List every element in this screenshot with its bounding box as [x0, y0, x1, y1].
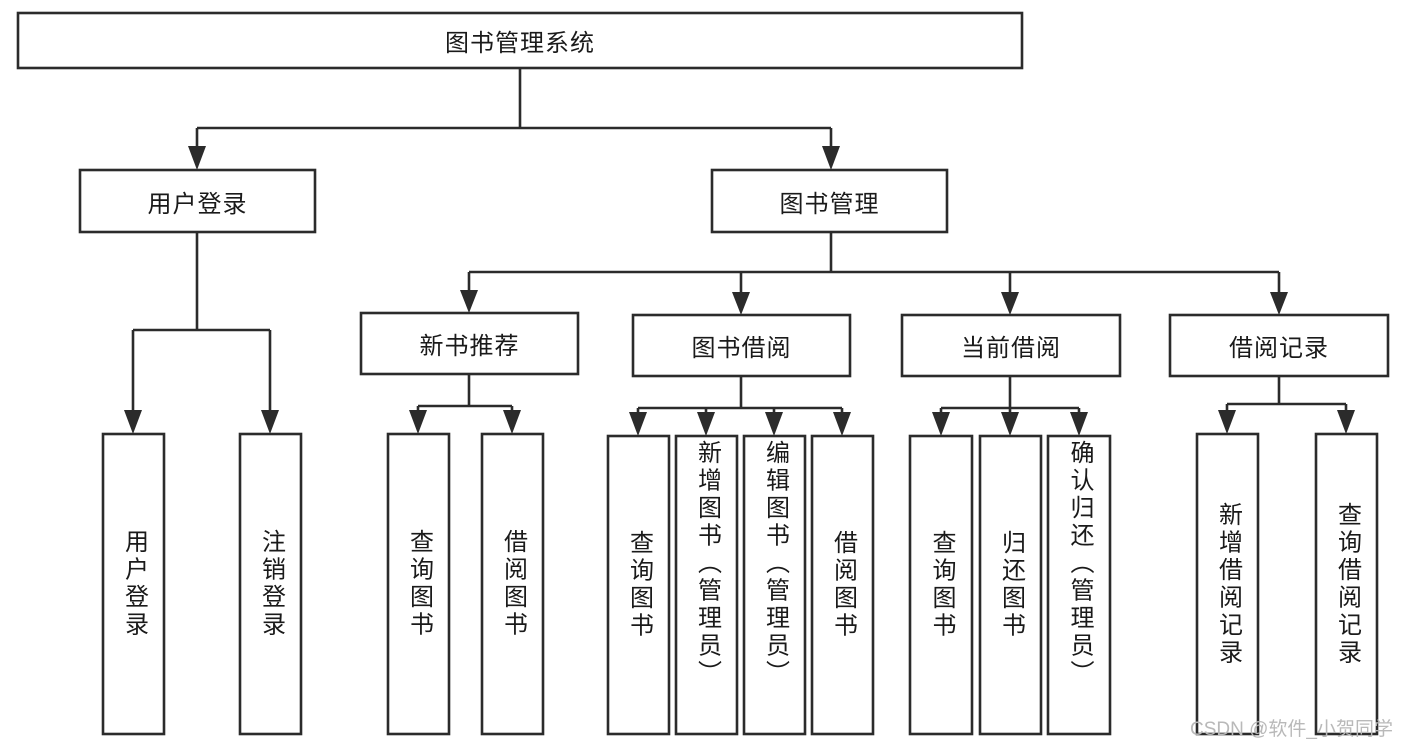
- connector-group-current: [932, 376, 1088, 436]
- arrow-head-current-confirm: [1070, 412, 1088, 436]
- node-box-book-management[interactable]: [710, 168, 949, 234]
- node-box-leaf-12[interactable]: [1314, 432, 1379, 736]
- connector-group-book-mgmt: [460, 232, 1288, 315]
- node-box-leaf-1[interactable]: [238, 432, 303, 736]
- connector-group-borrow: [629, 376, 851, 436]
- arrow-head-record-query: [1337, 410, 1355, 434]
- node-box-new-book-recommend[interactable]: [359, 311, 580, 376]
- arrow-head-leaf-user-login: [124, 410, 142, 434]
- node-box-leaf-4[interactable]: [606, 434, 671, 736]
- node-box-leaf-10[interactable]: [1046, 434, 1112, 736]
- arrow-head-newbook: [460, 290, 478, 313]
- arrow-head-borrow-add: [697, 412, 715, 436]
- arrow-head-record-add: [1218, 410, 1236, 434]
- node-box-root[interactable]: [16, 11, 1024, 70]
- node-box-leaf-7[interactable]: [810, 434, 875, 736]
- arrow-head-borrow-lend: [833, 412, 851, 436]
- node-box-leaf-3[interactable]: [480, 432, 545, 736]
- node-box-leaf-6[interactable]: [742, 434, 807, 736]
- connector-group-user-login: [124, 232, 279, 434]
- connector-group-newbook: [409, 374, 521, 434]
- arrow-head-newbook-borrow: [503, 410, 521, 434]
- arrow-head-current-query: [932, 412, 950, 436]
- arrow-head-newbook-query: [409, 410, 427, 434]
- node-box-leaf-0[interactable]: [101, 432, 166, 736]
- arrow-head-leaf-logout: [261, 410, 279, 434]
- node-box-borrow-record[interactable]: [1168, 313, 1390, 378]
- node-box-leaf-2[interactable]: [386, 432, 451, 736]
- node-box-book-borrow[interactable]: [631, 313, 852, 378]
- arrow-head-borrow: [732, 292, 750, 315]
- arrow-head-current-return: [1001, 412, 1019, 436]
- node-box-leaf-5[interactable]: [674, 434, 739, 736]
- node-box-leaf-11[interactable]: [1195, 432, 1260, 736]
- arrow-head-book-mgmt: [822, 146, 840, 170]
- node-box-leaf-9[interactable]: [978, 434, 1043, 736]
- connector-group-root: [188, 68, 840, 170]
- node-box-leaf-8[interactable]: [908, 434, 974, 736]
- arrow-head-user-login: [188, 146, 206, 170]
- node-box-user-login[interactable]: [78, 168, 317, 234]
- arrow-head-record: [1270, 292, 1288, 315]
- arrow-head-borrow-query: [629, 412, 647, 436]
- node-box-current-borrow[interactable]: [900, 313, 1122, 378]
- connector-group-record: [1218, 376, 1355, 434]
- arrow-head-current: [1001, 292, 1019, 315]
- arrow-head-borrow-edit: [765, 412, 783, 436]
